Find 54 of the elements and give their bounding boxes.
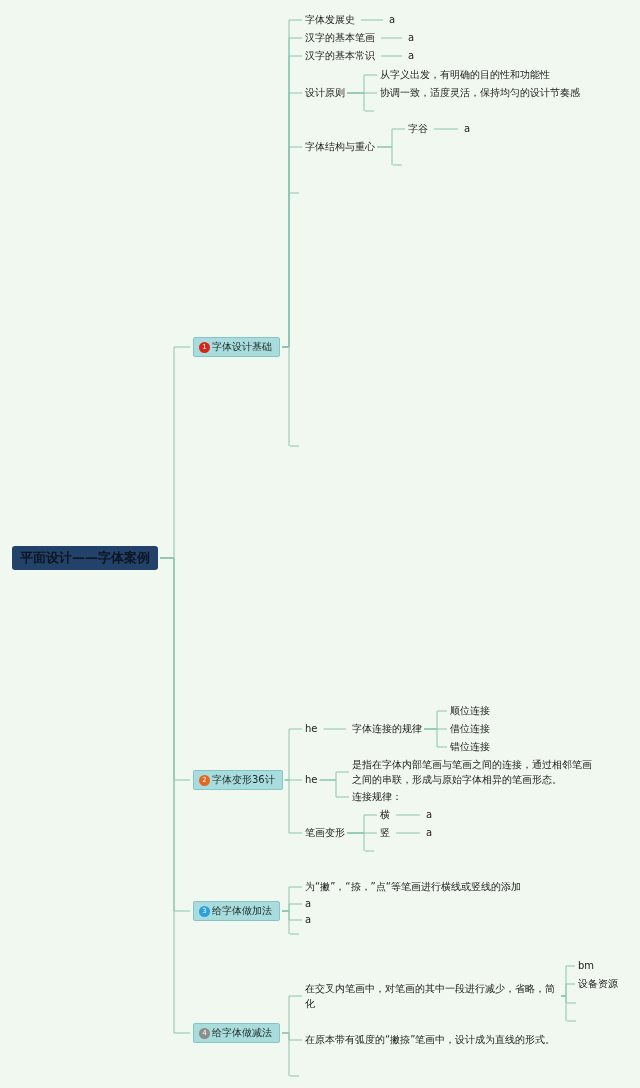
topic-text: a [305,898,312,910]
central-topic: 平面设计——字体案例 [12,546,158,570]
connector-line [284,779,303,834]
topic-text: a [389,14,396,26]
connector-line [376,146,393,166]
connector-line [560,995,567,1022]
connector-line [433,128,459,130]
topic-text: 协调一致，适度灵活，保持均匀的设计节奏感 [380,87,580,99]
connector-line [360,19,384,21]
connector-line [346,92,365,112]
topic-text: 借位连接 [450,723,490,735]
topic-label: 字体设计基础 [212,340,272,354]
connector-line [159,557,191,1034]
topic-text: a [426,827,433,839]
topic-label: 给字体做加法 [212,904,272,918]
topic-text: 设备资源 [578,978,618,990]
topic-text: 笔画变形 [305,827,345,839]
topic-text: 为“撇”，“捺，”点“等笔画进行横线或竖线的添加 [305,881,521,893]
connector-line [281,1032,290,1077]
topic-text: 字谷 [408,123,428,135]
topic-text: 字体结构与重心 [305,141,375,153]
connector-line [346,832,365,852]
connector-line [380,37,403,39]
connector-line [380,55,403,57]
topic-text: 在原本带有弧度的“撇捺”笔画中，设计成为直线的形式。 [305,1034,556,1046]
topic-text: 竖 [380,827,390,839]
topic-text: he [305,723,318,735]
topic-text: 顺位连接 [450,705,490,717]
topic-text: 从字义出发，有明确的目的性和功能性 [380,69,550,81]
topic-text: he [305,774,318,786]
topic-text: 字体发展史 [305,14,355,26]
topic-text: a [305,914,312,926]
topic-text: 汉字的基本常识 [305,50,375,62]
topic-text: 错位连接 [450,741,490,753]
topic-text: 在交叉内笔画中，对笔画的其中一段进行减少，省略，简化 [305,982,556,1011]
topic-text: a [464,123,471,135]
connector-line [395,814,421,816]
topic-label: 给字体做减法 [212,1026,272,1040]
topic-text: bm [578,960,595,972]
topic-text: 是指在字体内部笔画与笔画之间的连接，通过相邻笔画之间的串联，形成与原始字体相异的笔画形态。 [352,758,593,787]
connector-line [281,910,290,935]
connector-line [323,728,347,730]
topic-text: 字体连接的规律 [352,723,422,735]
topic-text: a [426,809,433,821]
topic-text: a [408,50,415,62]
topic-label: 字体变形36计 [212,773,275,787]
topic-text: 设计原则 [305,87,345,99]
topic-text: a [408,32,415,44]
topic-text: 连接规律： [352,791,402,803]
connector-line [319,779,350,798]
connector-line [423,728,448,748]
topic-text: 横 [380,809,390,821]
topic-text: 汉字的基本笔画 [305,32,375,44]
connector-line [395,832,421,834]
